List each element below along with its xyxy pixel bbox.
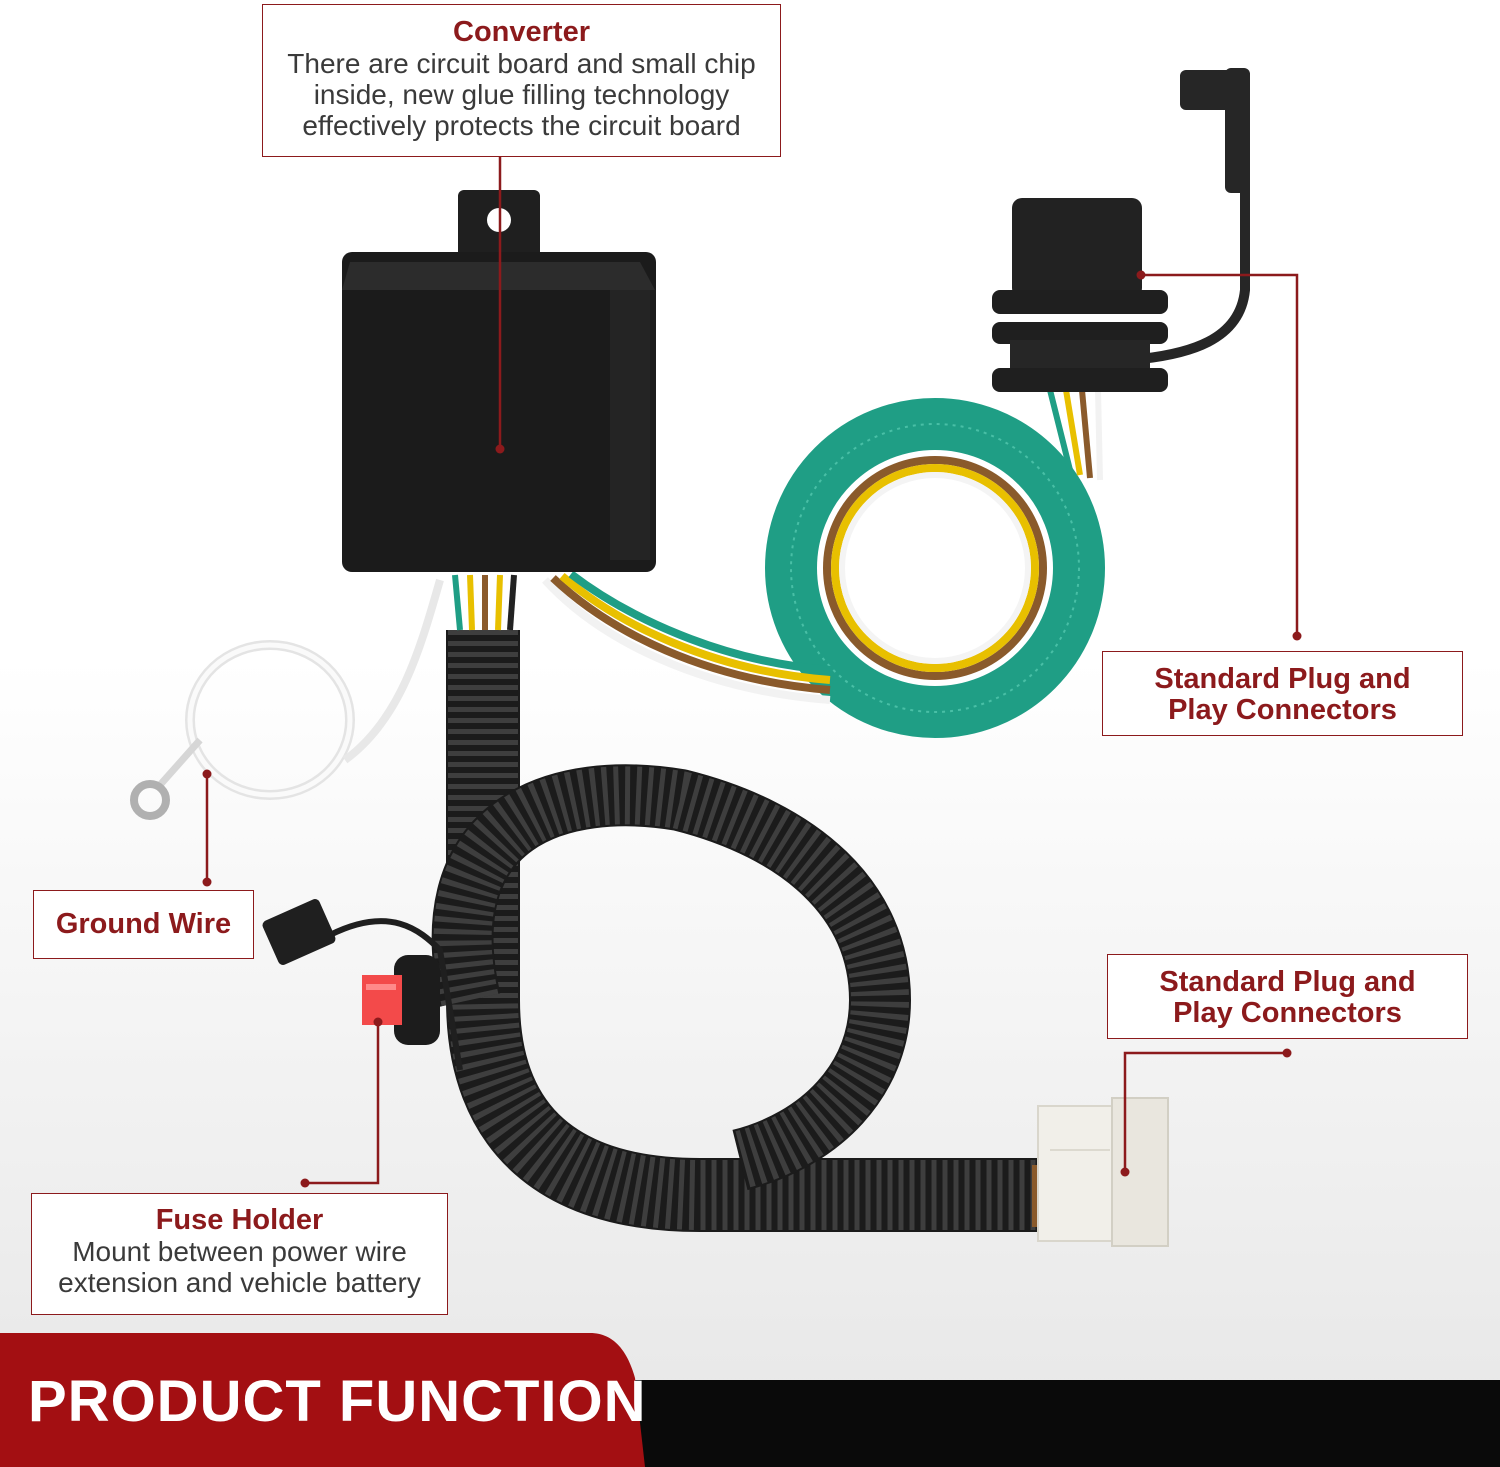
ground-wire-callout: Ground Wire [33, 890, 254, 959]
ring-terminal [130, 780, 170, 820]
fuse-desc-line-1: Mount between power wire [72, 1236, 407, 1267]
banner-background [0, 1333, 1500, 1467]
plug-top-line-1: Standard Plug and [1154, 663, 1411, 695]
corrugated-loom [431, 574, 1040, 1232]
trailer-plug [992, 68, 1250, 392]
converter-desc-line-2: inside, new glue filling technology [313, 79, 730, 110]
converter-title: Converter [453, 16, 590, 48]
banner-title: PRODUCT FUNCTION [28, 1369, 647, 1434]
plug-bottom-line-1: Standard Plug and [1159, 966, 1416, 998]
ground-wire-title: Ground Wire [55, 908, 232, 940]
fuse-desc-line-2: extension and vehicle battery [58, 1267, 421, 1298]
plug-bottom-line-2: Play Connectors [1173, 997, 1402, 1029]
plug-connector-callout-top: Standard Plug and Play Connectors [1102, 651, 1463, 736]
flat-wire-coil [542, 389, 1105, 738]
fuse-holder [262, 899, 463, 1071]
fuse-holder-callout: Fuse Holder Mount between power wire ext… [31, 1193, 448, 1315]
fuse-holder-title: Fuse Holder [155, 1204, 324, 1236]
plug-connector-callout-bottom: Standard Plug and Play Connectors [1107, 954, 1468, 1039]
ground-wire [130, 578, 444, 820]
leader-dots [202, 270, 1302, 1188]
converter-desc-line-1: There are circuit board and small chip [287, 48, 756, 79]
converter-callout: Converter There are circuit board and sm… [262, 4, 781, 157]
leader-lines [205, 157, 1299, 1185]
plug-top-line-2: Play Connectors [1168, 694, 1397, 726]
vehicle-connector [1032, 1097, 1169, 1247]
converter-desc-line-3: effectively protects the circuit board [302, 110, 741, 141]
